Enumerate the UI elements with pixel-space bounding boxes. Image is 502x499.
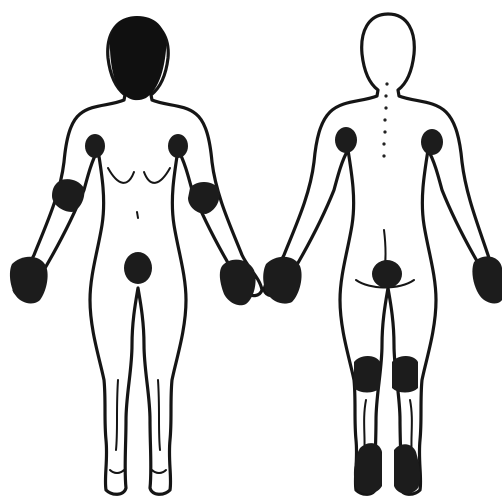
spine-dot bbox=[384, 94, 387, 97]
front-figure bbox=[10, 16, 262, 494]
spine-dot bbox=[385, 82, 388, 85]
spine-dot bbox=[383, 130, 386, 133]
back-figure bbox=[263, 14, 502, 494]
front-left-hand-spot bbox=[10, 257, 48, 304]
back-left-axilla-spot bbox=[335, 127, 357, 153]
back-right-knee-spot bbox=[392, 356, 418, 393]
front-left-axilla-spot bbox=[85, 134, 105, 158]
front-right-hand-spot bbox=[220, 260, 256, 306]
back-right-axilla-spot bbox=[421, 129, 443, 155]
spine-dot bbox=[384, 106, 387, 109]
front-groin-spot bbox=[124, 252, 152, 284]
spine-dot bbox=[382, 142, 385, 145]
front-right-axilla-spot bbox=[168, 134, 188, 158]
back-left-knee-spot bbox=[354, 356, 380, 393]
back-buttocks-spot bbox=[372, 260, 402, 288]
spine-dot bbox=[382, 154, 385, 157]
front-navel bbox=[137, 212, 138, 218]
spine-dot bbox=[383, 118, 386, 121]
back-body-outline bbox=[264, 14, 500, 494]
back-right-hand-spot bbox=[472, 256, 502, 303]
